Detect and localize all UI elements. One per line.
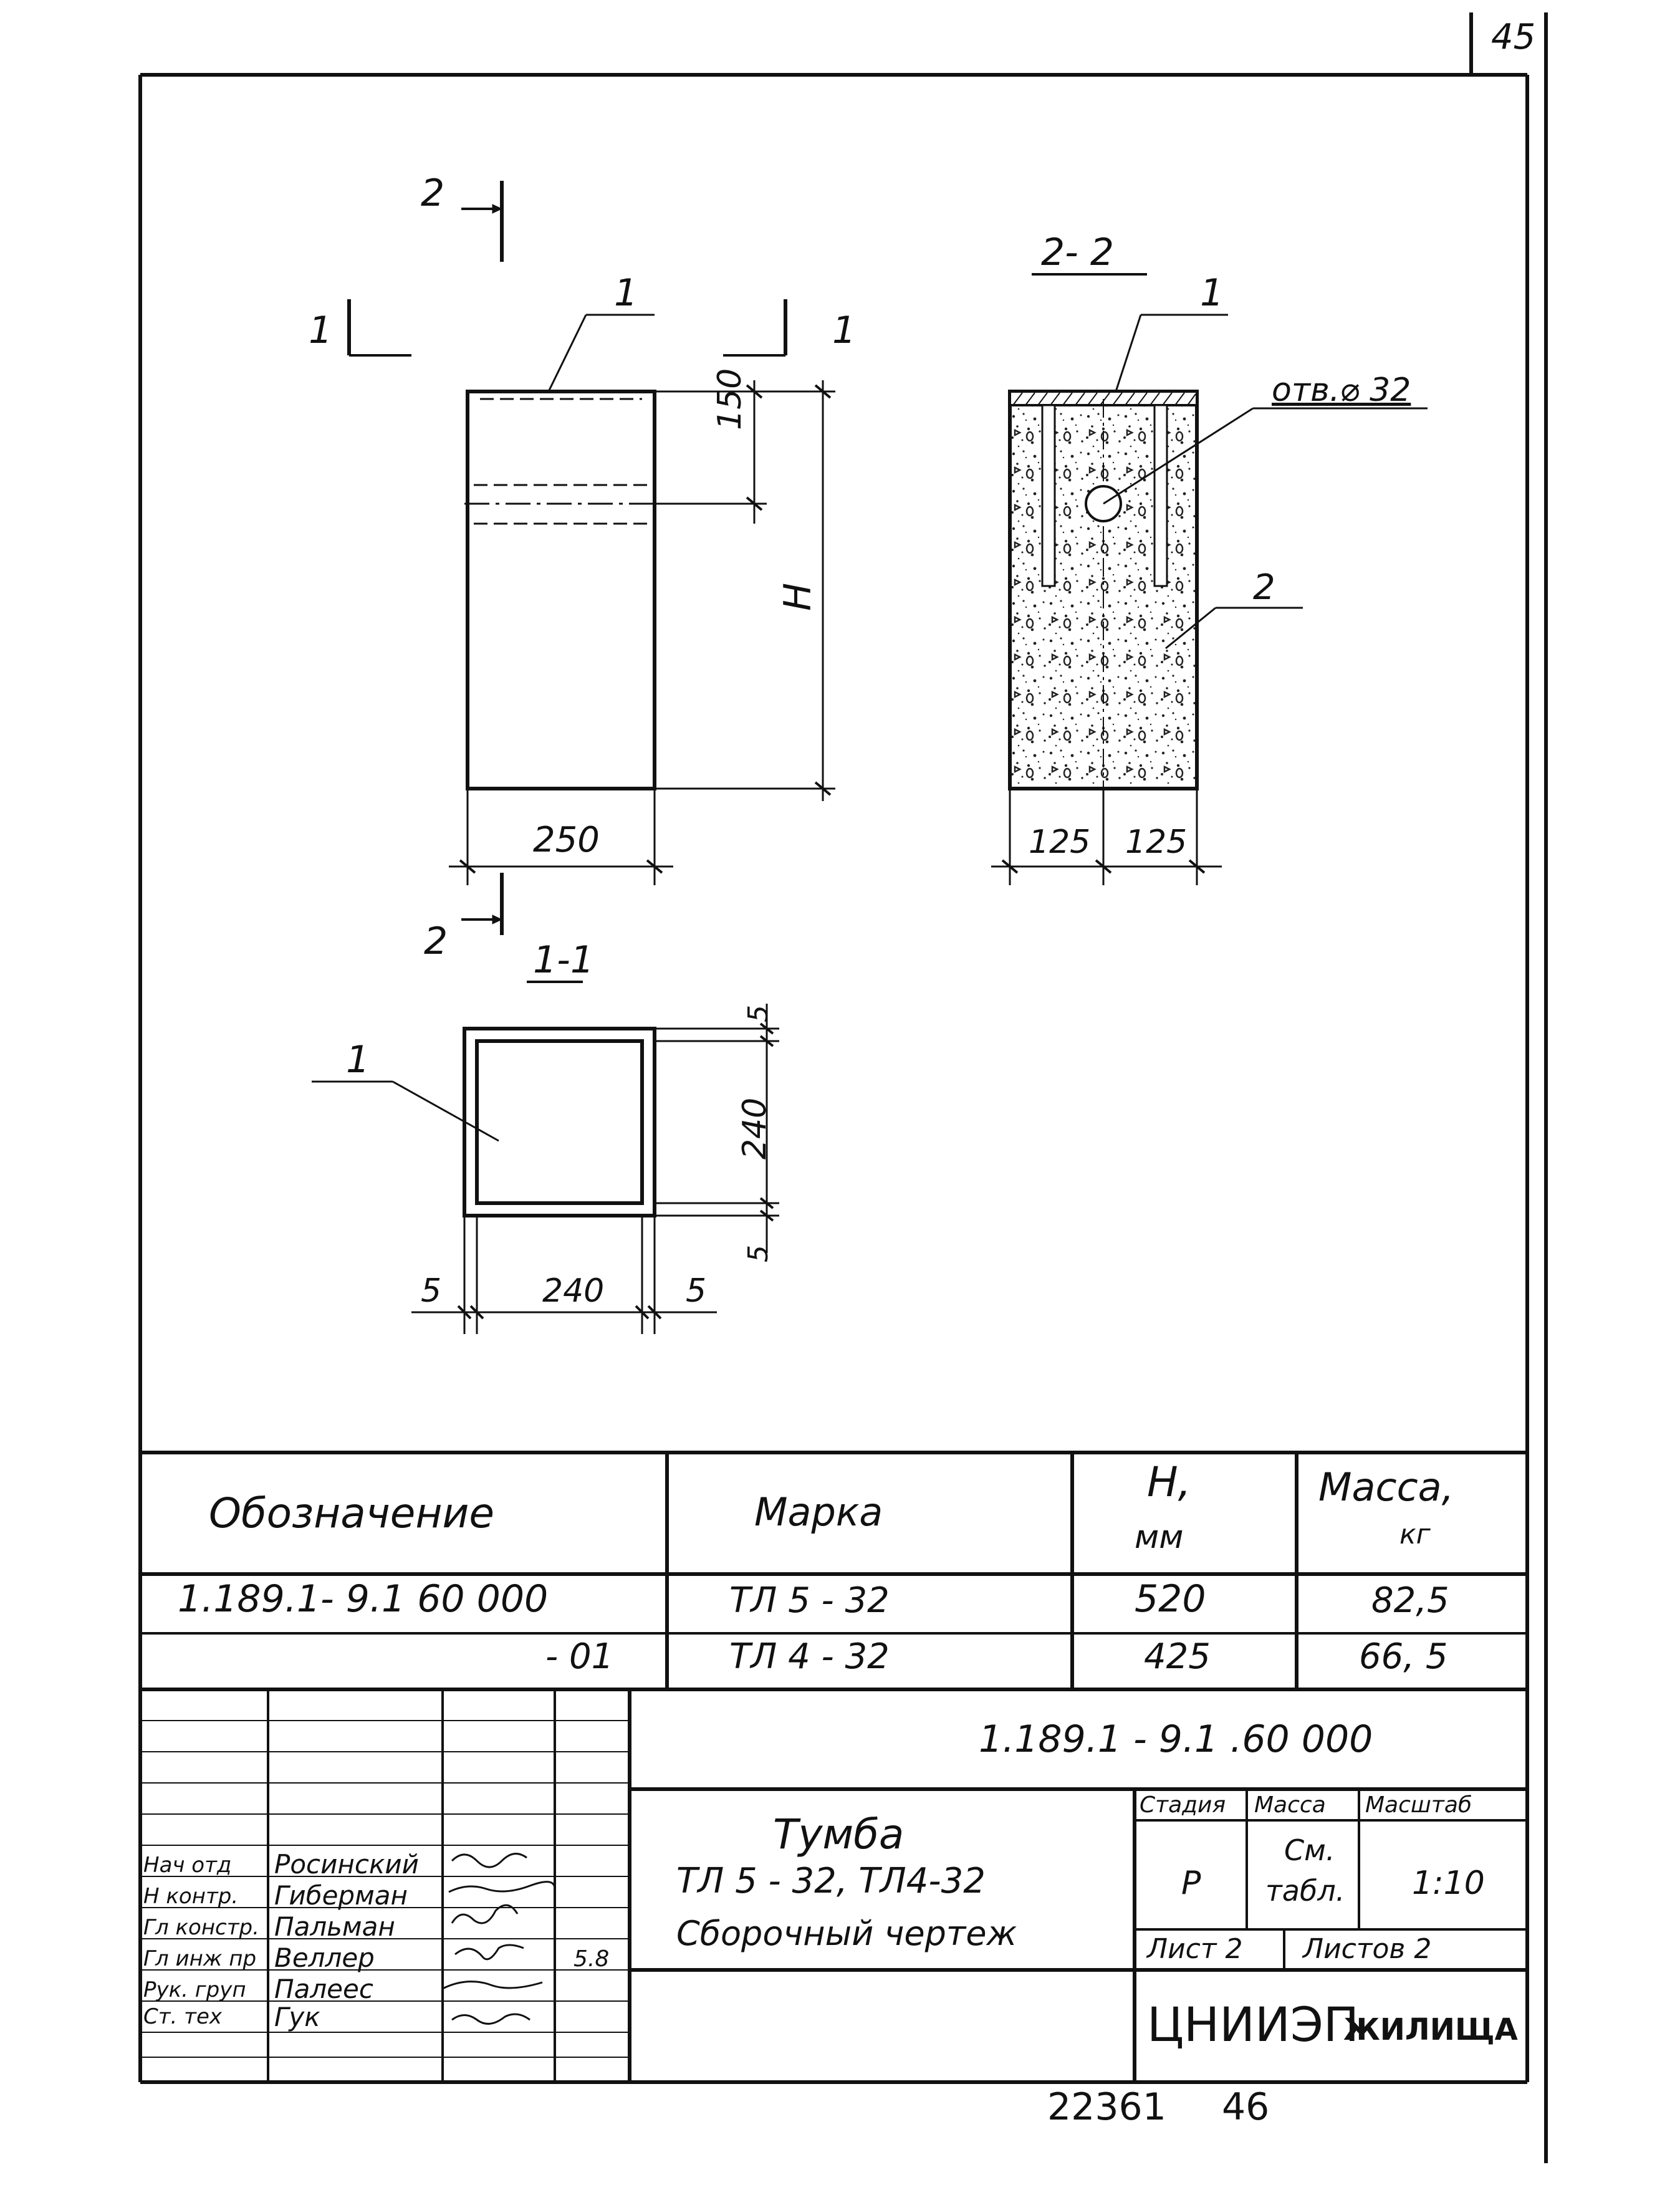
spec-row-2-designation: - 01	[545, 1636, 614, 1677]
signatory-name-2: Гиберман	[274, 1880, 408, 1911]
section-2-2-leader-2: 2	[1253, 567, 1275, 608]
product-name: Тумба	[773, 1810, 905, 1858]
mass-value-line1: См.	[1284, 1833, 1335, 1867]
section-2-2-title: 2- 2	[1041, 231, 1115, 274]
section-2-2-hole-label: отв.⌀ 32	[1272, 372, 1411, 409]
sheets-total: Листов 2	[1303, 1933, 1432, 1965]
signatory-name-6: Гук	[274, 2002, 320, 2032]
stage-header: Стадия	[1140, 1792, 1226, 1818]
signatory-role-3: Гл констр.	[143, 1915, 259, 1940]
front-section-2-bottom-label: 2	[424, 920, 448, 963]
section-2-2-dim-right: 125	[1125, 824, 1188, 861]
sheet-number: Лист 2	[1147, 1933, 1243, 1965]
spec-row-2-h: 425	[1144, 1636, 1211, 1677]
signatory-role-2: Н контр.	[143, 1884, 239, 1909]
stage-value: Р	[1181, 1865, 1201, 1902]
title-block-lines	[140, 1689, 1527, 2082]
drawing-type: Сборочный чертеж	[676, 1914, 1017, 1953]
spec-header-mass-unit: кг	[1399, 1519, 1431, 1550]
doc-code: 1.189.1 - 9.1 .60 000	[979, 1717, 1373, 1761]
spec-row-2-mark: ТЛ 4 - 32	[729, 1636, 890, 1677]
front-dim-150: 150	[711, 368, 749, 430]
signatory-role-6: Ст. тех	[143, 2004, 223, 2029]
spec-row-2-mass: 66, 5	[1359, 1636, 1448, 1677]
spec-header-h-unit: мм	[1135, 1519, 1184, 1556]
section-1-1-dim-right-5: 5	[686, 1272, 707, 1310]
section-1-1-title: 1-1	[533, 938, 594, 982]
section-1-1-view	[312, 981, 779, 1334]
signatory-name-3: Пальман	[274, 1911, 395, 1942]
spec-row-1-mark: ТЛ 5 - 32	[729, 1580, 890, 1621]
product-marks: ТЛ 5 - 32, ТЛ4-32	[676, 1861, 986, 1901]
section-2-2-dim-left: 125	[1029, 824, 1091, 861]
mass-value-line2: табл.	[1265, 1874, 1345, 1908]
signatory-role-1: Нач отд	[143, 1853, 232, 1878]
signatory-name-4: Веллер	[274, 1942, 375, 1973]
section-2-2-leader-1: 1	[1200, 271, 1224, 315]
footer-inventory-number: 22361	[1047, 2085, 1166, 2129]
spec-header-h: H,	[1147, 1458, 1191, 1506]
footer-page-number: 46	[1222, 2085, 1270, 2129]
scale-header: Масштаб	[1365, 1792, 1472, 1818]
spec-row-1-h: 520	[1135, 1577, 1206, 1621]
spec-row-1-mass: 82,5	[1371, 1580, 1449, 1621]
spec-header-mass: Масса,	[1318, 1464, 1454, 1510]
front-dim-250: 250	[533, 820, 600, 860]
front-view	[347, 181, 835, 935]
organization-name: ЦНИИЭП	[1147, 1997, 1360, 2052]
section-1-1-dim-240-vertical: 240	[736, 1097, 774, 1160]
corner-page-number: 45	[1491, 17, 1536, 57]
mass-header: Масса	[1254, 1792, 1326, 1818]
section-1-1-dim-240-horizontal: 240	[542, 1272, 605, 1310]
front-dim-H: H	[776, 582, 820, 611]
spec-header-designation: Обозначение	[209, 1489, 494, 1537]
organization-suffix: ЖИЛИЩА	[1343, 2012, 1518, 2047]
front-section-2-top-label: 2	[421, 171, 445, 215]
section-1-1-leader-1: 1	[346, 1038, 370, 1082]
spec-table-lines	[140, 1451, 1527, 1691]
front-leader-1-label: 1	[614, 271, 638, 315]
signatory-name-5: Палеес	[274, 1974, 373, 2004]
signature-date: 5.8	[574, 1946, 610, 1972]
section-1-1-dim-top-5: 5	[742, 1005, 774, 1022]
section-1-1-dim-left-5: 5	[421, 1272, 442, 1310]
spec-header-mark: Марка	[754, 1489, 883, 1535]
section-1-1-dim-bottom-5: 5	[742, 1245, 774, 1262]
frame	[138, 12, 1548, 2163]
signatory-name-1: Росинский	[274, 1849, 419, 1880]
front-section-1-left-label: 1	[309, 309, 333, 352]
spec-row-1-designation: 1.189.1- 9.1 60 000	[178, 1577, 549, 1621]
scale-value: 1:10	[1412, 1865, 1485, 1902]
front-section-1-right-label: 1	[832, 309, 857, 352]
signatory-role-4: Гл инж пр	[143, 1946, 257, 1971]
signatory-role-5: Рук. груп	[143, 1977, 246, 2002]
section-2-2-view	[991, 273, 1428, 885]
